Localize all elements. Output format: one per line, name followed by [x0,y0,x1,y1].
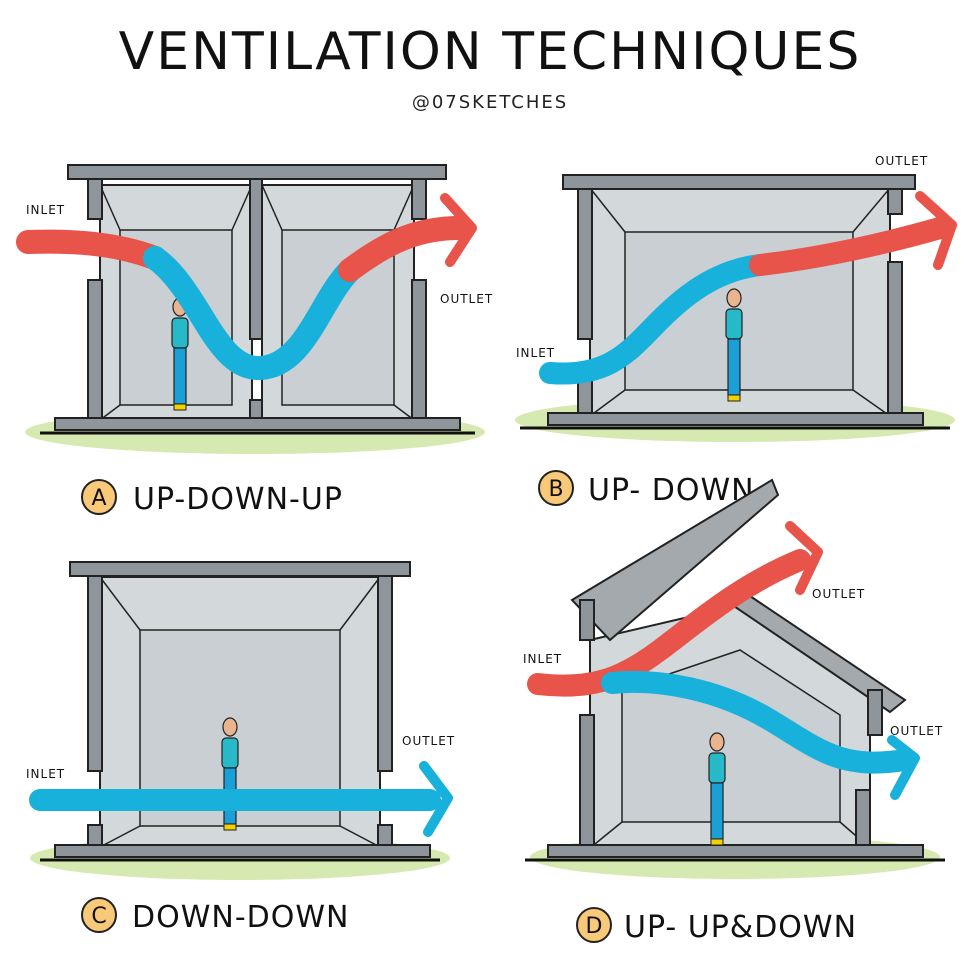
person-d [708,732,726,846]
airflow-d-cool [601,670,916,774]
panel-b-caption: UP- DOWN [588,473,755,508]
roof-c [69,561,411,577]
panel-d-inlet-label: INLET [523,652,562,666]
panel-d-caption: UP- UP&DOWN [624,910,857,945]
panel-c-badge-letter: C [91,904,106,929]
panel-a: INLET OUTLET A UP-DOWN-UP [16,164,493,517]
panel-c: INLET OUTLET C DOWN-DOWN [26,561,455,935]
wall-b-left-top [577,188,593,340]
roof-b [562,174,916,190]
airflow-a-warm-in [16,229,167,270]
panel-a-caption: UP-DOWN-UP [133,482,343,517]
person-a [171,297,189,411]
wall-a-right-bottom [411,279,427,421]
panel-c-outlet-label: OUTLET [402,734,455,748]
wall-a-middle-top [249,178,263,340]
airflow-a-arrowhead [440,193,477,267]
panel-c-badge [81,897,117,933]
author-handle: @07SKETCHES [411,92,569,113]
airflow-b-cool [539,254,771,385]
floor-c [54,844,431,858]
page-title: VENTILATION TECHNIQUES [118,22,862,82]
wall-c-right-bottom [377,824,393,848]
panel-d-badge [576,907,612,943]
panel-a-badge [81,479,117,515]
airflow-b-warm [749,217,951,276]
airflow-a-warm-out [338,216,472,282]
wall-a-left-top [87,178,103,220]
wall-a-left-bottom [87,279,103,421]
panel-b-badge-letter: B [548,477,563,502]
panel-d-outlet-upper-label: OUTLET [812,587,865,601]
wall-c-right-top [377,575,393,772]
panel-c-caption: DOWN-DOWN [132,900,349,935]
floor-b [547,412,924,426]
panel-d-outlet-lower-label: OUTLET [890,724,943,738]
panel-a-badge-letter: A [91,486,106,511]
roof-a [67,164,447,180]
floor-a [54,417,461,431]
airflow-d-cool-arrowhead [887,735,920,800]
airflow-c-arrowhead [419,761,453,837]
panel-d-badge-letter: D [586,914,603,939]
person-b [725,288,743,402]
airflow-d-warm [527,549,811,697]
panel-c-inlet-label: INLET [26,767,65,781]
wall-d-left-bottom [579,714,595,848]
wall-c-left-top [87,575,103,772]
airflow-a-cool [143,246,362,380]
panel-d: INLET OUTLET OUTLET D UP- UP&DOWN [523,478,945,945]
panel-b-badge [538,470,574,506]
wall-c-left-bottom [87,824,103,848]
wall-b-right-top [887,188,903,215]
panel-b-outlet-label: OUTLET [875,154,928,168]
panel-b-inlet-label: INLET [516,346,555,360]
airflow-d-warm-arrowhead [785,521,823,595]
wall-d-right-top [867,689,883,736]
panel-a-inlet-label: INLET [26,203,65,217]
wall-b-right-bottom [887,261,903,416]
floor-d [547,844,924,858]
wall-a-right-top [411,178,427,220]
panel-b: INLET OUTLET B UP- DOWN [515,154,957,508]
roof-d-upper [570,478,780,642]
wall-d-right-bottom [855,789,871,848]
wall-d-left-top [579,599,595,641]
panel-a-outlet-label: OUTLET [440,292,493,306]
airflow-b-arrowhead [915,191,957,270]
